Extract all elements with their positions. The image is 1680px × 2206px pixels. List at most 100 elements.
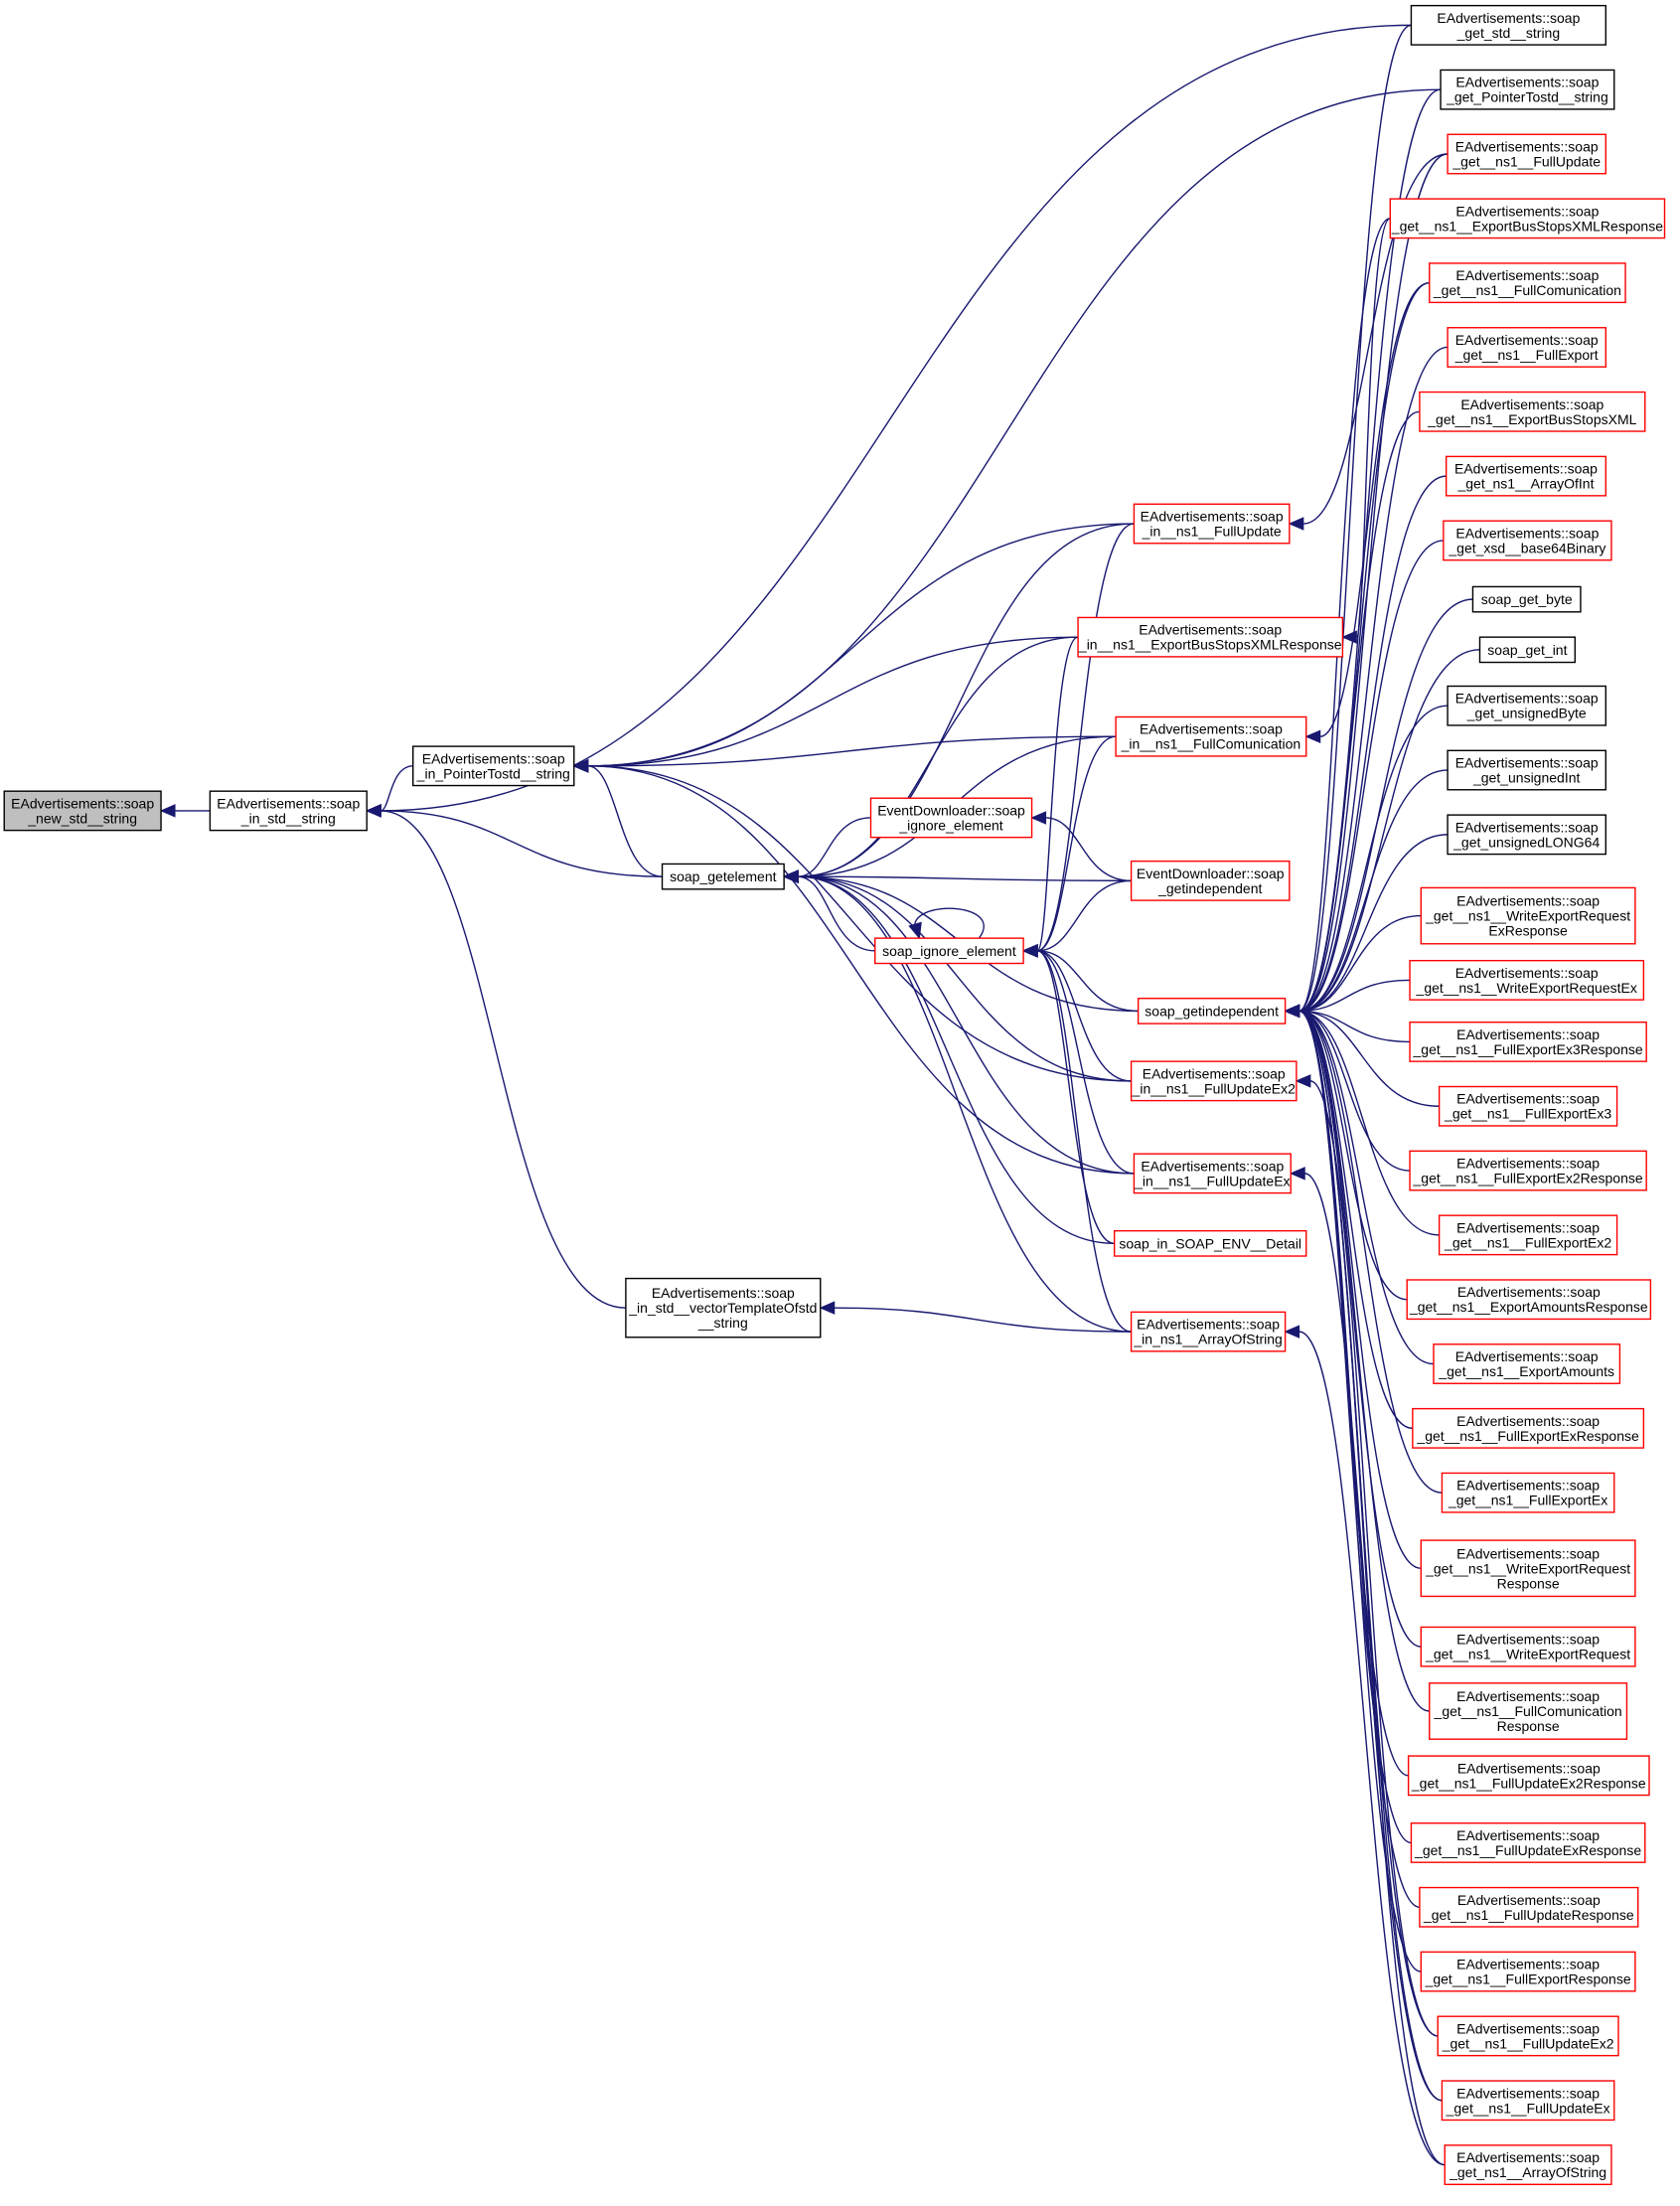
node-box[interactable] — [1113, 1229, 1307, 1257]
graph-node[interactable]: EAdvertisements::soap_in__ns1__FullUpdat… — [1133, 1153, 1292, 1194]
graph-node[interactable]: EAdvertisements::soap_in_ns1__ArrayOfStr… — [1130, 1311, 1287, 1352]
graph-node[interactable]: EAdvertisements::soap_get_unsignedByte — [1447, 685, 1607, 726]
node-box[interactable] — [209, 790, 368, 832]
node-box[interactable] — [1447, 749, 1607, 791]
node-box[interactable] — [625, 1277, 822, 1339]
graph-node[interactable]: EAdvertisements::soap_get__ns1__FullExpo… — [1409, 1150, 1647, 1191]
node-box[interactable] — [1406, 1279, 1652, 1321]
graph-node[interactable]: EAdvertisements::soap_get__ns1__ExportAm… — [1406, 1279, 1652, 1321]
graph-node[interactable]: EAdvertisements::soap_get__ns1__FullExpo… — [1438, 1214, 1618, 1256]
node-box[interactable] — [1437, 2015, 1619, 2057]
node-box[interactable] — [1438, 1214, 1618, 1256]
node-box[interactable] — [1407, 1755, 1650, 1797]
node-box[interactable] — [1133, 1153, 1292, 1194]
node-box[interactable] — [661, 863, 785, 890]
graph-node[interactable]: EAdvertisements::soap_get_unsignedInt — [1447, 749, 1607, 791]
node-box[interactable] — [1444, 2144, 1612, 2185]
graph-node[interactable]: soap_getelement — [661, 863, 785, 890]
node-box[interactable] — [1440, 69, 1615, 110]
node-box[interactable] — [1419, 391, 1646, 432]
node-box[interactable] — [1447, 327, 1607, 368]
graph-node[interactable]: soap_get_byte — [1471, 585, 1582, 613]
node-box[interactable] — [1429, 262, 1626, 304]
node-box[interactable] — [1410, 4, 1607, 46]
graph-node[interactable]: EAdvertisements::soap_get__ns1__WriteExp… — [1420, 886, 1636, 945]
graph-node[interactable]: EAdvertisements::soap_get__ns1__FullComu… — [1429, 1682, 1628, 1740]
graph-node[interactable]: EAdvertisements::soap_get_std__string — [1410, 4, 1607, 46]
graph-node[interactable]: EAdvertisements::soap_get_ns1__ArrayOfIn… — [1445, 455, 1607, 497]
node-box[interactable] — [1441, 2080, 1615, 2122]
node-box[interactable] — [1409, 1150, 1647, 1191]
node-box[interactable] — [1433, 1343, 1621, 1384]
graph-node[interactable]: EAdvertisements::soap_get_unsignedLONG64 — [1447, 814, 1607, 856]
node-box[interactable] — [1445, 455, 1607, 497]
node-box[interactable] — [1133, 503, 1291, 545]
graph-node[interactable]: soap_ignore_element — [874, 937, 1024, 965]
node-box[interactable] — [1447, 133, 1607, 175]
graph-node[interactable]: EAdvertisements::soap_get__ns1__WriteExp… — [1420, 1539, 1636, 1598]
graph-node[interactable]: EAdvertisements::soap_get__ns1__FullComu… — [1429, 262, 1626, 304]
graph-node[interactable]: EAdvertisements::soap_get__ns1__WriteExp… — [1409, 959, 1645, 1001]
node-box[interactable] — [3, 790, 162, 832]
graph-node[interactable]: EAdvertisements::soap_in_PointerTostd__s… — [412, 745, 575, 787]
node-box[interactable] — [1389, 198, 1666, 239]
node-box[interactable] — [1130, 860, 1291, 901]
node-box[interactable] — [1412, 1407, 1645, 1449]
node-box[interactable] — [1443, 520, 1612, 561]
graph-node[interactable]: EAdvertisements::soap_get__ns1__ExportAm… — [1433, 1343, 1621, 1384]
graph-node[interactable]: EAdvertisements::soap_get_PointerTostd__… — [1440, 69, 1615, 110]
node-box[interactable] — [1409, 1021, 1647, 1062]
graph-node[interactable]: EAdvertisements::soap_get__ns1__FullExpo… — [1412, 1407, 1645, 1449]
node-box[interactable] — [1409, 959, 1645, 1001]
graph-node[interactable]: EAdvertisements::soap_get__ns1__FullUpda… — [1410, 1822, 1646, 1863]
node-box[interactable] — [1447, 685, 1607, 726]
graph-node[interactable]: EAdvertisements::soap_new_std__string — [3, 790, 162, 832]
node-box[interactable] — [1429, 1682, 1628, 1740]
graph-node[interactable]: EventDownloader::soap_ignore_element — [869, 797, 1033, 839]
graph-node[interactable]: EAdvertisements::soap_get__ns1__FullUpda… — [1441, 2080, 1615, 2122]
node-box[interactable] — [412, 745, 575, 787]
node-box[interactable] — [1130, 1311, 1287, 1352]
node-box[interactable] — [1420, 1539, 1636, 1598]
node-box[interactable] — [1115, 715, 1307, 757]
node-box[interactable] — [874, 937, 1024, 965]
graph-node[interactable]: EAdvertisements::soap_get__ns1__FullExpo… — [1420, 1951, 1636, 1992]
graph-node[interactable]: EAdvertisements::soap_get_ns1__ArrayOfSt… — [1444, 2144, 1612, 2185]
graph-node[interactable]: EAdvertisements::soap_get_xsd__base64Bin… — [1443, 520, 1612, 561]
graph-node[interactable]: EAdvertisements::soap_in__ns1__FullUpdat… — [1130, 1060, 1298, 1102]
graph-node[interactable]: EAdvertisements::soap_in__ns1__FullComun… — [1115, 715, 1307, 757]
node-box[interactable] — [1419, 1886, 1639, 1928]
graph-node[interactable]: EventDownloader::soap_getindependent — [1130, 860, 1291, 901]
graph-node[interactable]: EAdvertisements::soap_get__ns1__FullUpda… — [1447, 133, 1607, 175]
graph-node[interactable]: EAdvertisements::soap_get__ns1__WriteExp… — [1420, 1626, 1636, 1667]
node-box[interactable] — [1441, 1472, 1615, 1513]
graph-node[interactable]: soap_get_int — [1478, 636, 1577, 664]
graph-node[interactable]: EAdvertisements::soap_in__ns1__FullUpdat… — [1133, 503, 1291, 545]
graph-node[interactable]: EAdvertisements::soap_in__ns1__ExportBus… — [1077, 616, 1344, 658]
graph-node[interactable]: EAdvertisements::soap_get__ns1__FullExpo… — [1447, 327, 1607, 368]
node-box[interactable] — [1420, 1626, 1636, 1667]
graph-node[interactable]: EAdvertisements::soap_get__ns1__FullUpda… — [1419, 1886, 1639, 1928]
node-box[interactable] — [1410, 1822, 1646, 1863]
node-box[interactable] — [1471, 585, 1582, 613]
graph-node[interactable]: EAdvertisements::soap_get__ns1__ExportBu… — [1419, 391, 1646, 432]
node-box[interactable] — [1478, 636, 1577, 664]
graph-node[interactable]: EAdvertisements::soap_get__ns1__FullUpda… — [1437, 2015, 1619, 2057]
graph-node[interactable]: EAdvertisements::soap_get__ns1__FullExpo… — [1409, 1021, 1647, 1062]
node-box[interactable] — [1438, 1085, 1618, 1127]
node-box[interactable] — [1130, 1060, 1298, 1102]
node-box[interactable] — [1077, 616, 1344, 658]
graph-node[interactable]: soap_getindependent — [1137, 998, 1287, 1024]
node-box[interactable] — [1420, 886, 1636, 945]
node-box[interactable] — [1137, 998, 1287, 1024]
node-box[interactable] — [869, 797, 1033, 839]
graph-node[interactable]: EAdvertisements::soap_get__ns1__FullUpda… — [1407, 1755, 1650, 1797]
graph-node[interactable]: EAdvertisements::soap_in_std__vectorTemp… — [625, 1277, 822, 1339]
node-box[interactable] — [1420, 1951, 1636, 1992]
node-box[interactable] — [1447, 814, 1607, 856]
graph-node[interactable]: soap_in_SOAP_ENV__Detail — [1113, 1229, 1307, 1257]
graph-node[interactable]: EAdvertisements::soap_get__ns1__FullExpo… — [1438, 1085, 1618, 1127]
graph-node[interactable]: EAdvertisements::soap_get__ns1__ExportBu… — [1389, 198, 1666, 239]
graph-node[interactable]: EAdvertisements::soap_get__ns1__FullExpo… — [1441, 1472, 1615, 1513]
graph-node[interactable]: EAdvertisements::soap_in_std__string — [209, 790, 368, 832]
